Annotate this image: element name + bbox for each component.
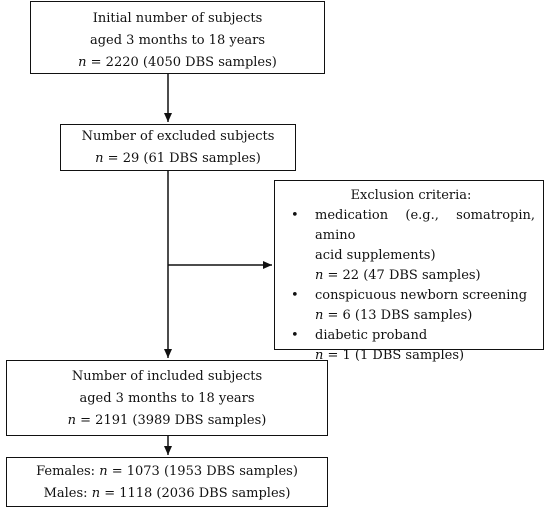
criterion-newborn-screening-count: n = 6 (13 DBS samples) bbox=[315, 306, 535, 326]
males-count: Males: n = 1118 (2036 DBS samples) bbox=[7, 483, 327, 505]
n-symbol: n bbox=[67, 413, 77, 428]
initial-count: n = 2220 (4050 DBS samples) bbox=[31, 52, 324, 74]
bullet-icon: • bbox=[291, 328, 299, 343]
criterion-medication-line1: medication (e.g., somatropin, amino bbox=[315, 208, 535, 243]
bullet-icon: • bbox=[291, 288, 299, 303]
n-symbol: n bbox=[315, 308, 324, 323]
criterion-diabetic-proband-count: n = 1 (1 DBS samples) bbox=[315, 346, 535, 366]
criterion-newborn-screening: • conspicuous newborn screening n = 6 (1… bbox=[287, 286, 535, 326]
initial-line2: aged 3 months to 18 years bbox=[89, 33, 266, 48]
included-count-value: = 2191 (3989 DBS samples) bbox=[76, 413, 267, 428]
criterion-newborn-screening-count-value: = 6 (13 DBS samples) bbox=[323, 308, 473, 323]
included-subjects-box: Number of included subjects aged 3 month… bbox=[6, 360, 328, 436]
included-count: n = 2191 (3989 DBS samples) bbox=[7, 410, 327, 432]
excluded-count-value: = 29 (61 DBS samples) bbox=[103, 151, 261, 166]
males-count-value: = 1118 (2036 DBS samples) bbox=[100, 486, 291, 501]
initial-line1: Initial number of subjects bbox=[92, 11, 263, 26]
criterion-medication-count-value: = 22 (47 DBS samples) bbox=[323, 268, 481, 283]
exclusion-criteria-title: Exclusion criteria: bbox=[350, 188, 472, 203]
criterion-diabetic-proband: • diabetic proband n = 1 (1 DBS samples) bbox=[287, 326, 535, 366]
criterion-diabetic-proband-count-value: = 1 (1 DBS samples) bbox=[323, 348, 465, 363]
criterion-diabetic-proband-line1: diabetic proband bbox=[315, 328, 428, 343]
exclusion-criteria-list: • medication (e.g., somatropin, amino ac… bbox=[287, 206, 535, 366]
females-count: Females: n = 1073 (1953 DBS samples) bbox=[7, 461, 327, 483]
excluded-count: n = 29 (61 DBS samples) bbox=[61, 148, 295, 170]
excluded-line1: Number of excluded subjects bbox=[81, 129, 275, 144]
initial-subjects-box: Initial number of subjects aged 3 months… bbox=[30, 1, 325, 74]
n-symbol: n bbox=[91, 486, 101, 501]
sex-breakdown-box: Females: n = 1073 (1953 DBS samples) Mal… bbox=[6, 457, 328, 507]
criterion-medication-count: n = 22 (47 DBS samples) bbox=[315, 266, 535, 286]
n-symbol: n bbox=[95, 151, 104, 166]
bullet-icon: • bbox=[291, 208, 299, 223]
males-label: Males: bbox=[43, 486, 92, 501]
included-line2: aged 3 months to 18 years bbox=[79, 391, 255, 406]
females-count-value: = 1073 (1953 DBS samples) bbox=[107, 464, 298, 479]
criterion-newborn-screening-line1: conspicuous newborn screening bbox=[315, 288, 528, 303]
criterion-medication: • medication (e.g., somatropin, amino ac… bbox=[287, 206, 535, 286]
n-symbol: n bbox=[315, 348, 324, 363]
n-symbol: n bbox=[99, 464, 108, 479]
n-symbol: n bbox=[78, 55, 87, 70]
females-label: Females: bbox=[36, 464, 100, 479]
criterion-medication-line2: acid supplements) bbox=[315, 248, 436, 263]
included-line1: Number of included subjects bbox=[71, 369, 263, 384]
excluded-subjects-box: Number of excluded subjects n = 29 (61 D… bbox=[60, 124, 296, 171]
exclusion-criteria-box: Exclusion criteria: • medication (e.g., … bbox=[274, 180, 544, 363]
initial-count-value: = 2220 (4050 DBS samples) bbox=[86, 55, 277, 70]
n-symbol: n bbox=[315, 268, 324, 283]
